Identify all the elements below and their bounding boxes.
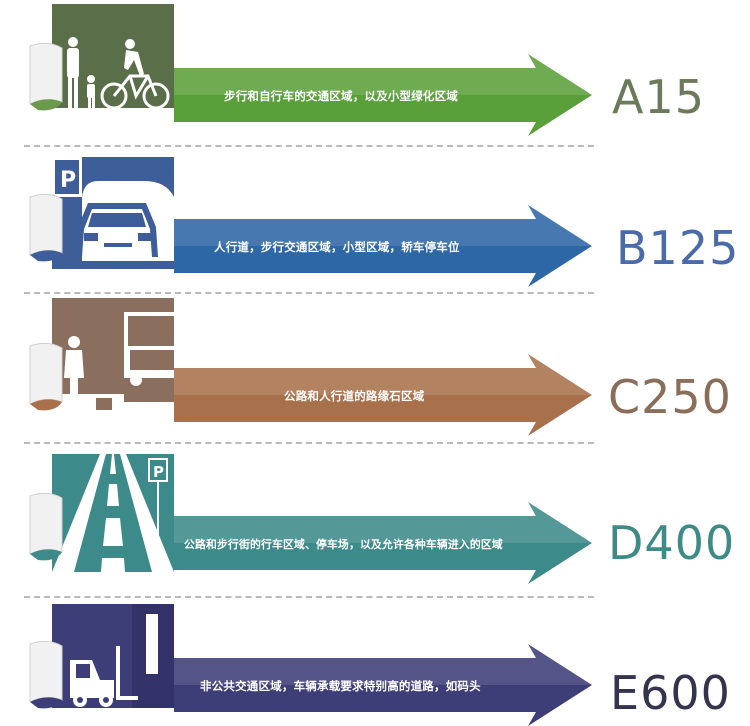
class-code: A15	[612, 70, 706, 124]
class-description: 步行和自行车的交通区域，以及小型绿化区域	[224, 89, 458, 103]
page-curl-icon	[26, 492, 70, 566]
class-description: 公路和人行道的路缘石区域	[284, 389, 425, 403]
description-arrow	[174, 203, 594, 289]
svg-text:P: P	[60, 168, 76, 193]
row-divider	[24, 145, 594, 147]
class-code: C250	[608, 370, 732, 424]
class-description: 非公共交通区域，车辆承载要求特别高的道路，如码头	[200, 679, 481, 693]
class-row-b125: P 人行道，步行交通区域，小型区域，轿车停车位 B125	[0, 147, 750, 292]
class-row-a15: 步行和自行车的交通区域，以及小型绿化区域 A15	[0, 0, 750, 145]
row-divider	[24, 442, 594, 444]
description-arrow	[174, 52, 594, 138]
page-curl-icon	[26, 342, 70, 416]
class-row-e600: 非公共交通区域，车辆承载要求特别高的道路，如码头 E600	[0, 598, 750, 726]
class-description: 人行道，步行交通区域，小型区域，轿车停车位	[214, 240, 460, 254]
class-code: E600	[610, 666, 731, 720]
class-code: B125	[616, 221, 740, 275]
description-arrow	[174, 352, 594, 438]
svg-text:P: P	[153, 463, 164, 481]
class-row-d400: P 公路和步行街的行车区域、停车场，以及允许各种车辆进入的区域 D400	[0, 444, 750, 594]
row-divider	[24, 596, 594, 598]
page-curl-icon	[26, 193, 70, 267]
page-curl-icon	[26, 42, 70, 116]
page-curl-icon	[26, 640, 70, 714]
row-divider	[24, 292, 594, 294]
class-description: 公路和步行街的行车区域、停车场，以及允许各种车辆进入的区域	[184, 538, 503, 551]
class-code: D400	[608, 516, 736, 570]
class-row-c250: 公路和人行道的路缘石区域 C250	[0, 294, 750, 439]
pedestrian-cyclist-icon	[52, 4, 174, 116]
description-arrow	[174, 642, 594, 726]
curb-pedestrian-truck-icon	[52, 298, 174, 410]
road-parking-icon: P	[52, 454, 174, 572]
description-arrow	[174, 500, 594, 586]
forklift-dock-icon	[52, 604, 174, 714]
parked-car-icon: P	[52, 157, 174, 269]
